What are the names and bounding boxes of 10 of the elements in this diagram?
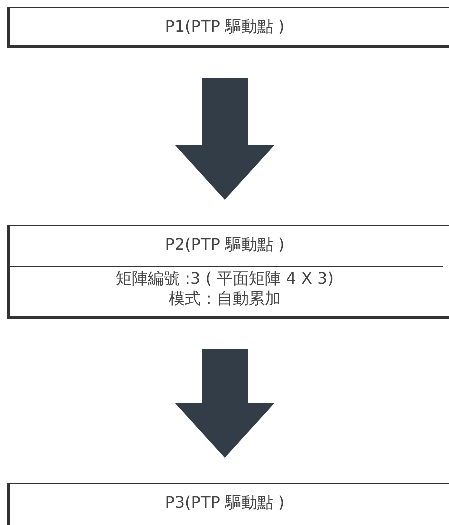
box-text: 矩陣編號 :3 ( 平面矩陣 4 X 3) (7, 266, 443, 289)
block-arrow (175, 78, 275, 200)
box-heading: P3(PTP 驅動點 ) (164, 493, 286, 513)
process-box (7, 225, 449, 319)
process-box (7, 7, 449, 48)
box-heading: P2(PTP 驅動點 ) (164, 235, 286, 255)
box-heading: P1(PTP 驅動點 ) (164, 17, 286, 37)
box-text: 模式：自動累加 (168, 289, 282, 309)
block-arrow (175, 349, 275, 458)
process-box (7, 483, 449, 525)
